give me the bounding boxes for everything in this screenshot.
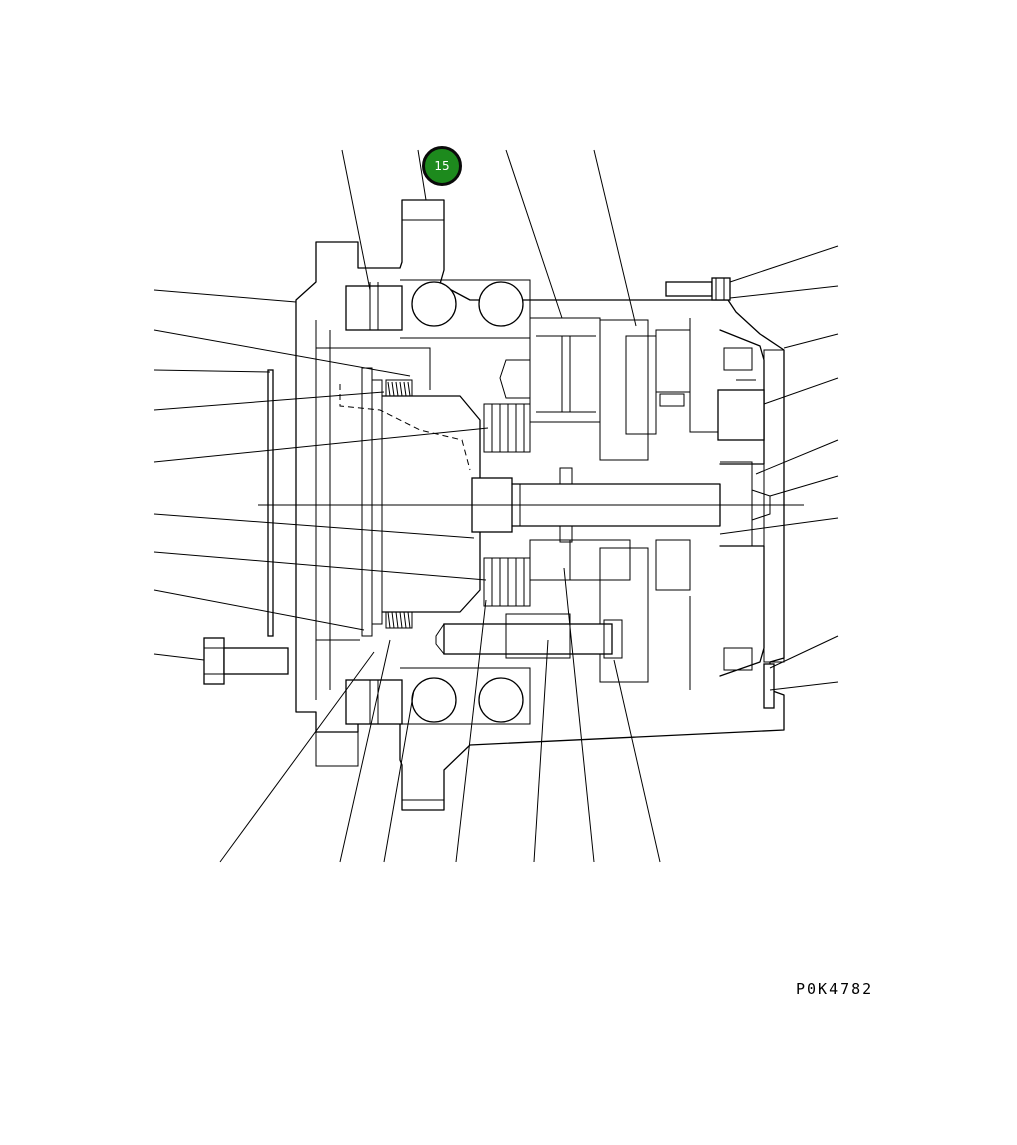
spring-upper bbox=[387, 381, 411, 397]
leader-lines bbox=[153, 149, 839, 863]
o-ring bbox=[267, 369, 274, 637]
end-cover bbox=[717, 329, 785, 677]
drain-plug bbox=[763, 663, 775, 709]
friction-plates-lower bbox=[483, 557, 531, 607]
gear-lower bbox=[435, 539, 691, 690]
gear-upper bbox=[499, 317, 720, 461]
spring-lower bbox=[387, 611, 411, 629]
lower-bearing bbox=[345, 667, 531, 725]
friction-plates-upper bbox=[483, 403, 531, 453]
cylinder-block bbox=[339, 367, 531, 637]
top-bolt bbox=[665, 277, 731, 301]
upper-bearing bbox=[345, 279, 531, 339]
callout-badge[interactable]: 15 bbox=[422, 146, 462, 186]
drawing-code: P0K4782 bbox=[796, 980, 874, 998]
mounting-bolt bbox=[203, 637, 289, 685]
